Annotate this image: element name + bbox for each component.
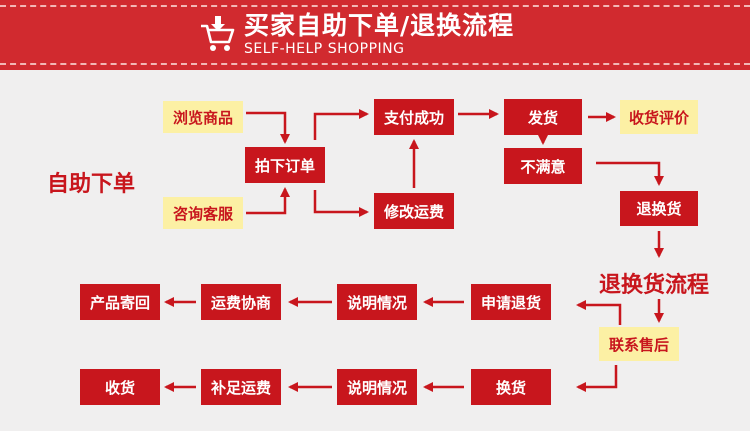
node-pay-success: 支付成功 [374, 99, 454, 135]
banner-dashed-line-bottom [0, 63, 750, 65]
node-receive: 收货 [80, 369, 160, 405]
return-flow-label: 退换货流程 [599, 273, 710, 298]
node-return-exchange: 退换货 [620, 191, 698, 226]
node-modify-freight: 修改运费 [374, 193, 454, 229]
header-banner: 买家自助下单/退换流程 SELF-HELP SHOPPING [0, 0, 750, 70]
node-product-return: 产品寄回 [80, 284, 160, 320]
node-ship: 发货 [504, 99, 582, 135]
node-explain-1: 说明情况 [337, 284, 417, 320]
node-order: 拍下订单 [245, 147, 325, 183]
node-unsatisfied: 不满意 [504, 148, 582, 184]
arrow-order-to-pay [313, 109, 369, 140]
node-contact-service: 联系售后 [599, 327, 679, 361]
node-exchange: 换货 [471, 369, 551, 405]
arrow-browse-to-order [246, 111, 290, 144]
node-explain-2: 说明情况 [337, 369, 417, 405]
node-browse: 浏览商品 [163, 101, 243, 133]
shopping-cart-icon [201, 16, 235, 51]
page-title: 买家自助下单/退换流程 [244, 11, 515, 40]
self-order-label: 自助下单 [47, 172, 136, 197]
banner-dashed-line-top [0, 5, 750, 7]
node-freight-negotiate: 运费协商 [201, 284, 281, 320]
arrow-contact-to-apply-return [576, 300, 622, 325]
arrow-unsatisfied-to-return [596, 161, 664, 186]
arrow-order-to-modify [313, 190, 369, 217]
node-apply-return: 申请退货 [471, 284, 551, 320]
node-consult: 咨询客服 [163, 197, 243, 229]
arrow-contact-to-exchange [576, 365, 618, 392]
node-pay-freight: 补足运费 [201, 369, 281, 405]
arrow-consult-to-order [246, 187, 290, 215]
node-receive-eval: 收货评价 [620, 100, 698, 134]
page-subtitle: SELF-HELP SHOPPING [244, 41, 405, 57]
